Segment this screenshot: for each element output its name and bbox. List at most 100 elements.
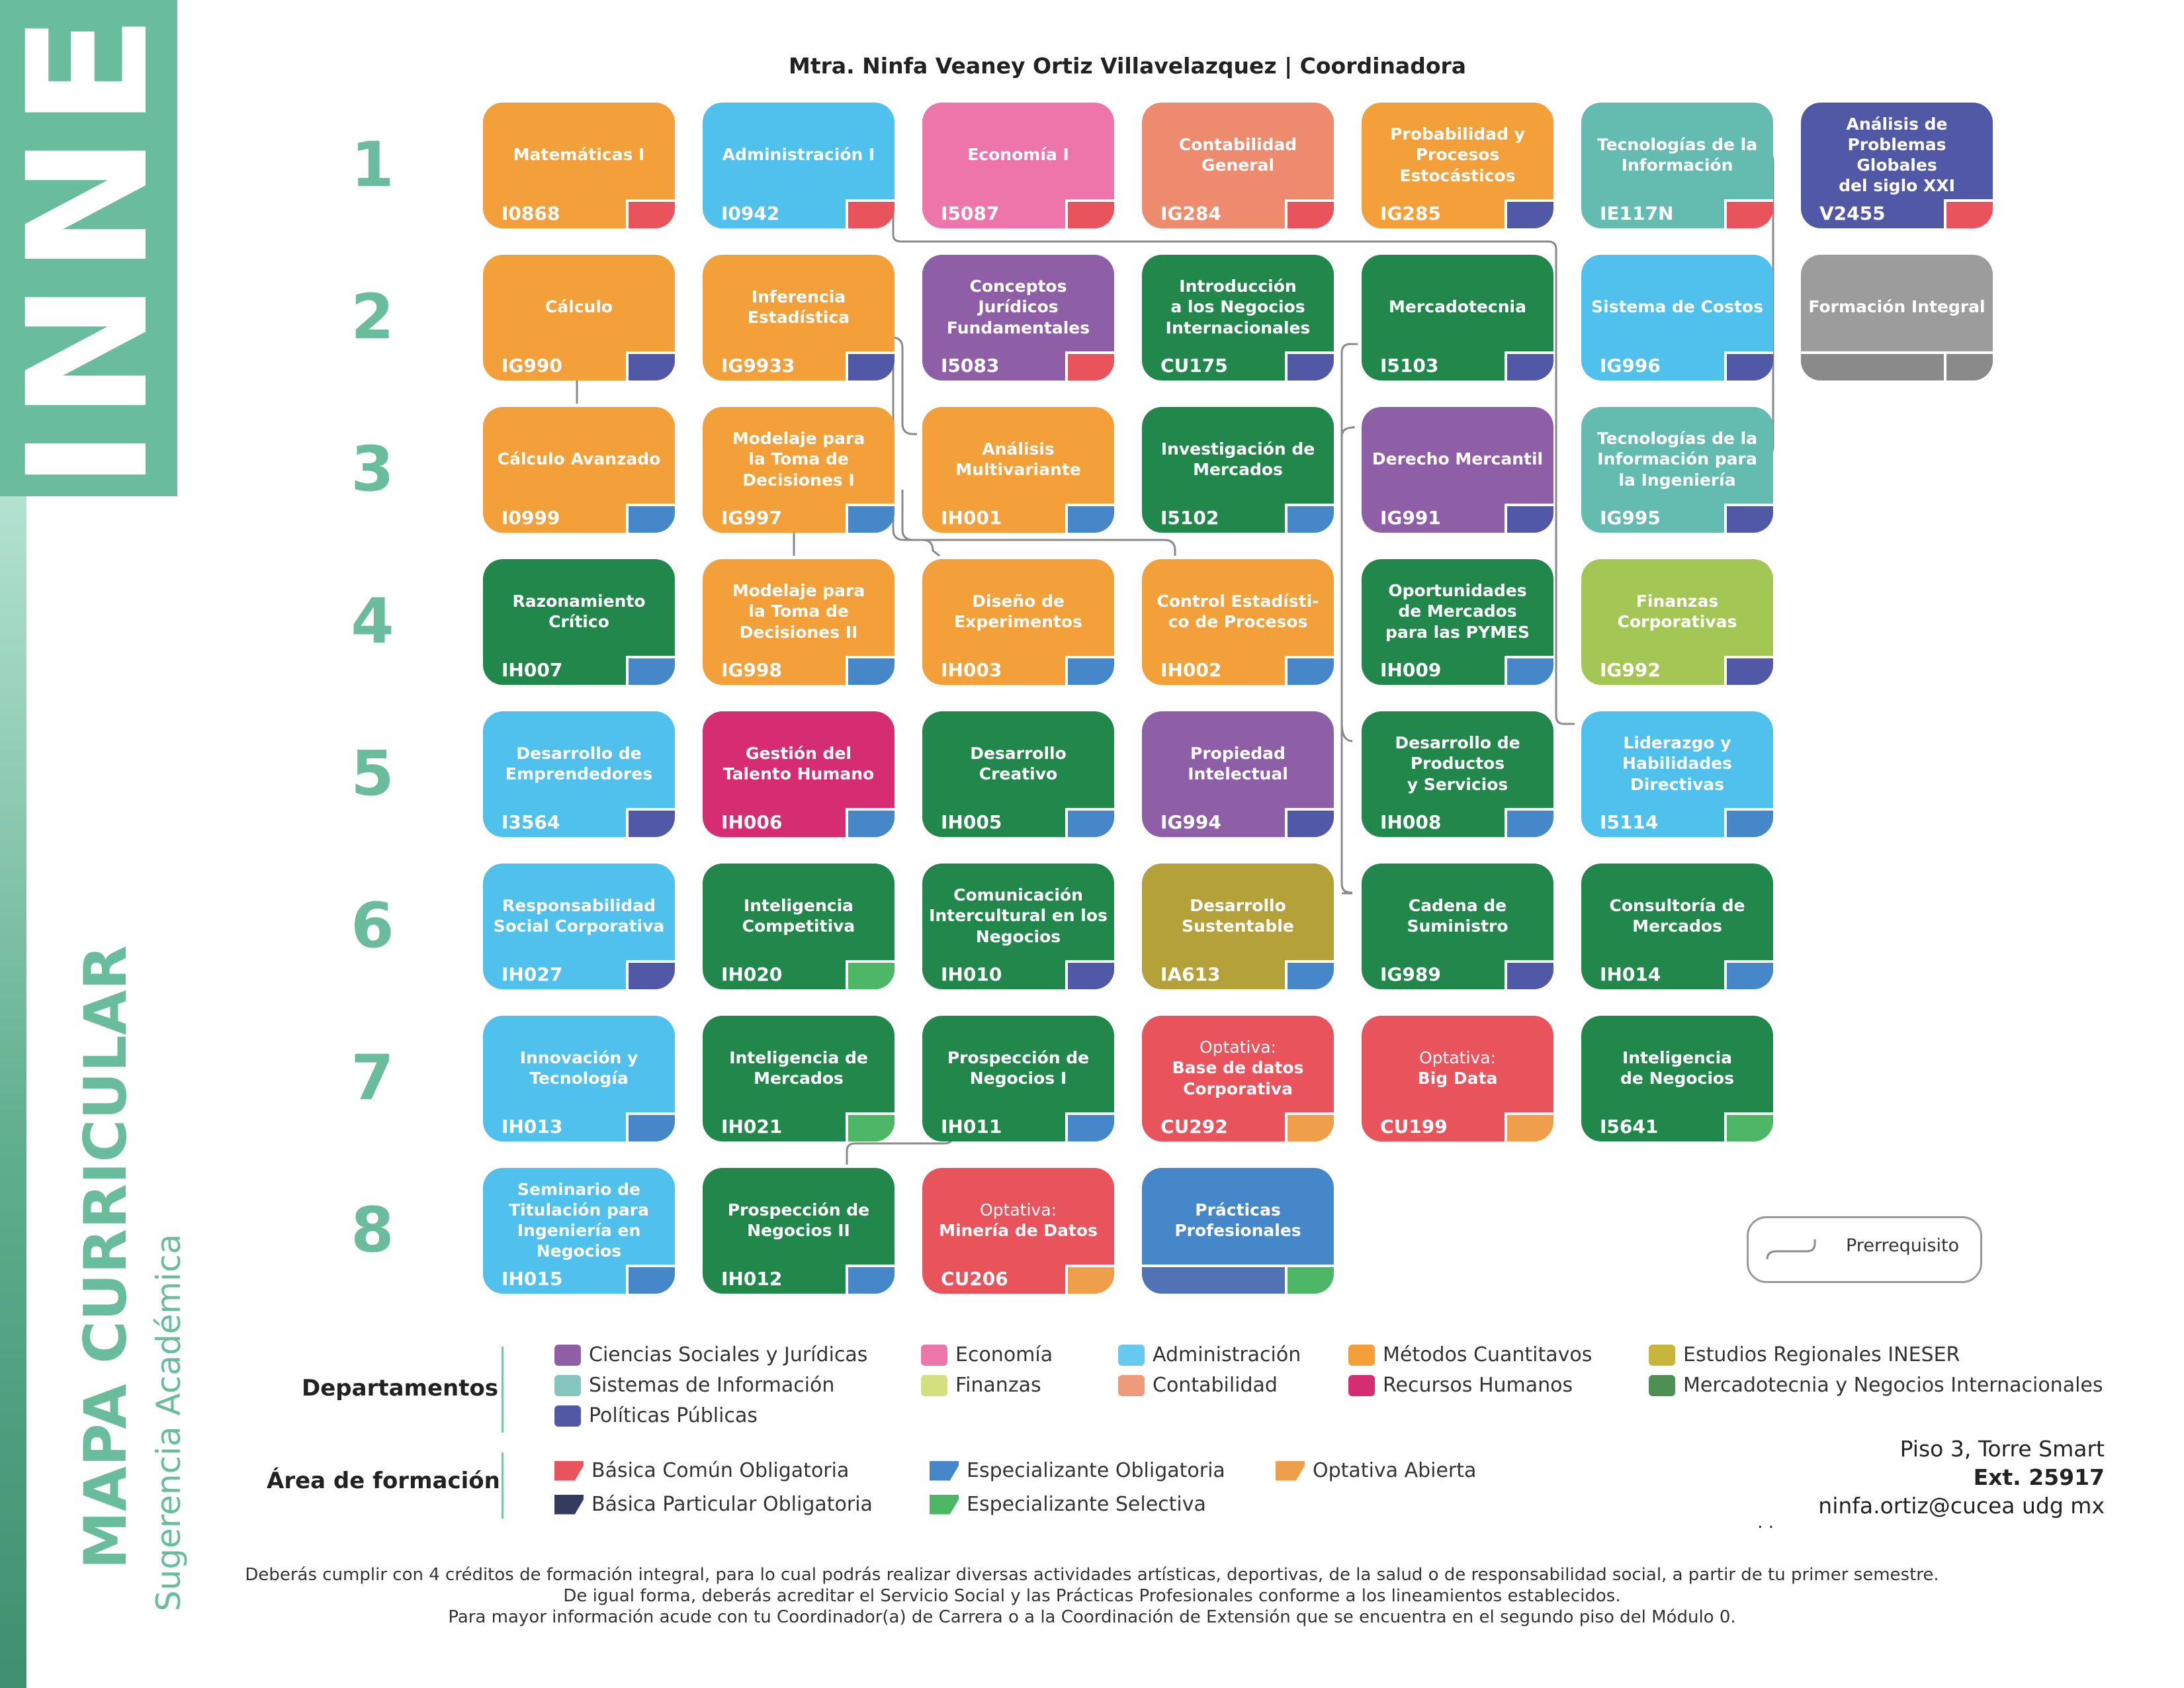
- department-label: Ciencias Sociales y Jurídicas: [589, 1343, 868, 1366]
- course-area-badge: [1724, 1112, 1773, 1141]
- course-code: IH006: [721, 811, 783, 833]
- course-code: I5114: [1600, 811, 1659, 833]
- course-area-badge: [846, 656, 895, 685]
- course-area-badge: [1724, 656, 1773, 685]
- course-code: IG990: [502, 355, 562, 377]
- area-label: Optativa Abierta: [1313, 1459, 1477, 1482]
- prereq-line: [901, 490, 1176, 556]
- department-swatch: [1118, 1344, 1145, 1366]
- course-area-badge: [1505, 960, 1553, 989]
- department-label: Economía: [955, 1343, 1053, 1366]
- course-area-badge: [1724, 960, 1773, 989]
- course-area-badge: [846, 808, 895, 837]
- course-area-badge: [846, 1265, 895, 1294]
- department-item: Políticas Públicas: [554, 1404, 758, 1427]
- course-code: IG998: [721, 659, 782, 681]
- course-card[interactable]: Formación Integral: [1801, 255, 1993, 380]
- area-label: Básica Común Obligatoria: [591, 1459, 850, 1482]
- area-item: Básica Particular Obligatoria: [554, 1493, 873, 1516]
- area-swatch: [930, 1494, 959, 1515]
- course-code: CU292: [1160, 1116, 1228, 1137]
- prereq-line: [892, 195, 1575, 725]
- course-code: IE117N: [1600, 202, 1674, 224]
- department-item: Recursos Humanos: [1348, 1374, 1573, 1397]
- course-area-badge: [1065, 504, 1114, 533]
- footer-line: Deberás cumplir con 4 créditos de formac…: [245, 1565, 1939, 1585]
- course-area-badge: [626, 199, 675, 228]
- course-name: Mercadotecnia: [1389, 297, 1526, 317]
- contact-email[interactable]: ninfa.ortiz@cucea udg mx: [1818, 1493, 2105, 1519]
- course-code: I5102: [1160, 507, 1219, 529]
- area-label: Básica Particular Obligatoria: [591, 1493, 873, 1516]
- course-area-badge: [1944, 351, 1993, 380]
- semester-number-1: 1: [351, 129, 394, 201]
- area-swatch: [1276, 1460, 1305, 1481]
- course-code: IH013: [502, 1116, 563, 1137]
- course-code: IH008: [1380, 811, 1442, 833]
- department-swatch: [1348, 1374, 1375, 1396]
- department-label: Contabilidad: [1153, 1374, 1278, 1397]
- area-swatch: [554, 1494, 584, 1515]
- areas-label: Área de formación: [267, 1468, 500, 1494]
- department-label: Métodos Cuantitavos: [1383, 1343, 1593, 1366]
- course-area-badge: [1505, 808, 1553, 837]
- course-area-badge: [1285, 808, 1334, 837]
